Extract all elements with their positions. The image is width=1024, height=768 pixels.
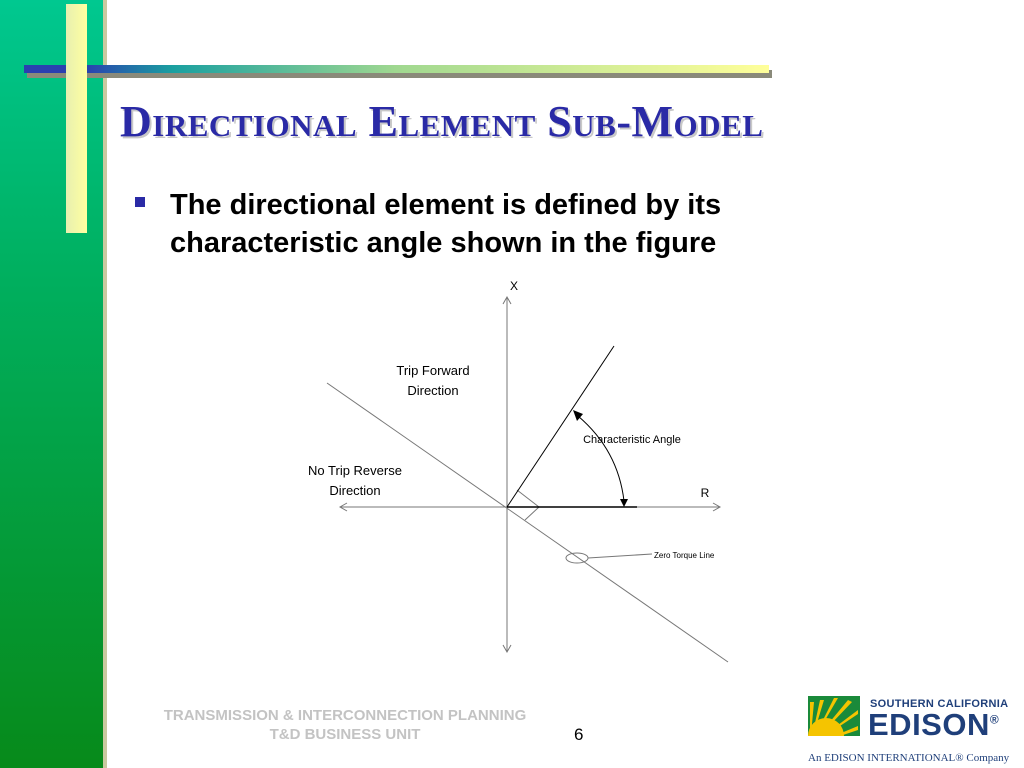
- characteristic-angle-arc: [577, 415, 625, 502]
- trip-forward-label-line2: Direction: [407, 383, 458, 398]
- logo-trademark: ®: [989, 712, 1000, 727]
- footer-line-1: TRANSMISSION & INTERCONNECTION PLANNING: [163, 707, 527, 724]
- angle-arrow-head-top: [573, 410, 583, 421]
- logo-tagline: An EDISON INTERNATIONAL® Company: [808, 752, 1010, 764]
- sun-icon: [808, 696, 860, 748]
- r-axis-label: R: [701, 486, 710, 500]
- characteristic-line: [506, 345, 615, 508]
- r-axis-arrow-right: [712, 502, 722, 512]
- footer-line-2: T&D BUSINESS UNIT: [269, 726, 421, 743]
- x-axis-arrow-bottom: [502, 644, 512, 654]
- vertical-accent-bar: [66, 4, 87, 233]
- page-number: 6: [574, 725, 584, 744]
- zero-torque-line: [326, 382, 729, 663]
- bullet-marker: [135, 197, 145, 207]
- x-axis-arrow-top: [502, 295, 512, 305]
- right-angle-marker: [516, 489, 540, 521]
- zero-torque-marker: [565, 552, 589, 564]
- band-edge: [103, 0, 107, 768]
- edison-logo: SOUTHERN CALIFORNIA EDISON® An EDISON IN…: [808, 694, 1018, 766]
- r-axis-arrow-left: [338, 502, 348, 512]
- trip-forward-label-line1: Trip Forward: [396, 363, 469, 378]
- horizontal-accent-bar-shadow: [27, 70, 772, 78]
- horizontal-accent-bar: [24, 65, 769, 73]
- logo-name: EDISON: [868, 707, 990, 742]
- zero-torque-leader: [587, 553, 653, 559]
- no-trip-label-line1: No Trip Reverse: [308, 463, 402, 478]
- zero-torque-label: Zero Torque Line: [654, 551, 715, 560]
- no-trip-label-line2: Direction: [329, 483, 380, 498]
- logo-line-1: SOUTHERN CALIFORNIA: [870, 698, 1009, 710]
- accent-bar-intersection: [66, 62, 87, 78]
- bullet-text: The directional element is defined by it…: [170, 189, 722, 259]
- footer-text: TRANSMISSION & INTERCONNECTION PLANNING …: [140, 706, 550, 744]
- x-axis-label: X: [510, 279, 518, 293]
- angle-arrow-head-bottom: [620, 499, 628, 507]
- slide-title: Directional Element Sub-Model: [120, 97, 764, 146]
- logo-line-2: EDISON®: [868, 707, 999, 743]
- characteristic-angle-label: Characteristic Angle: [583, 434, 681, 446]
